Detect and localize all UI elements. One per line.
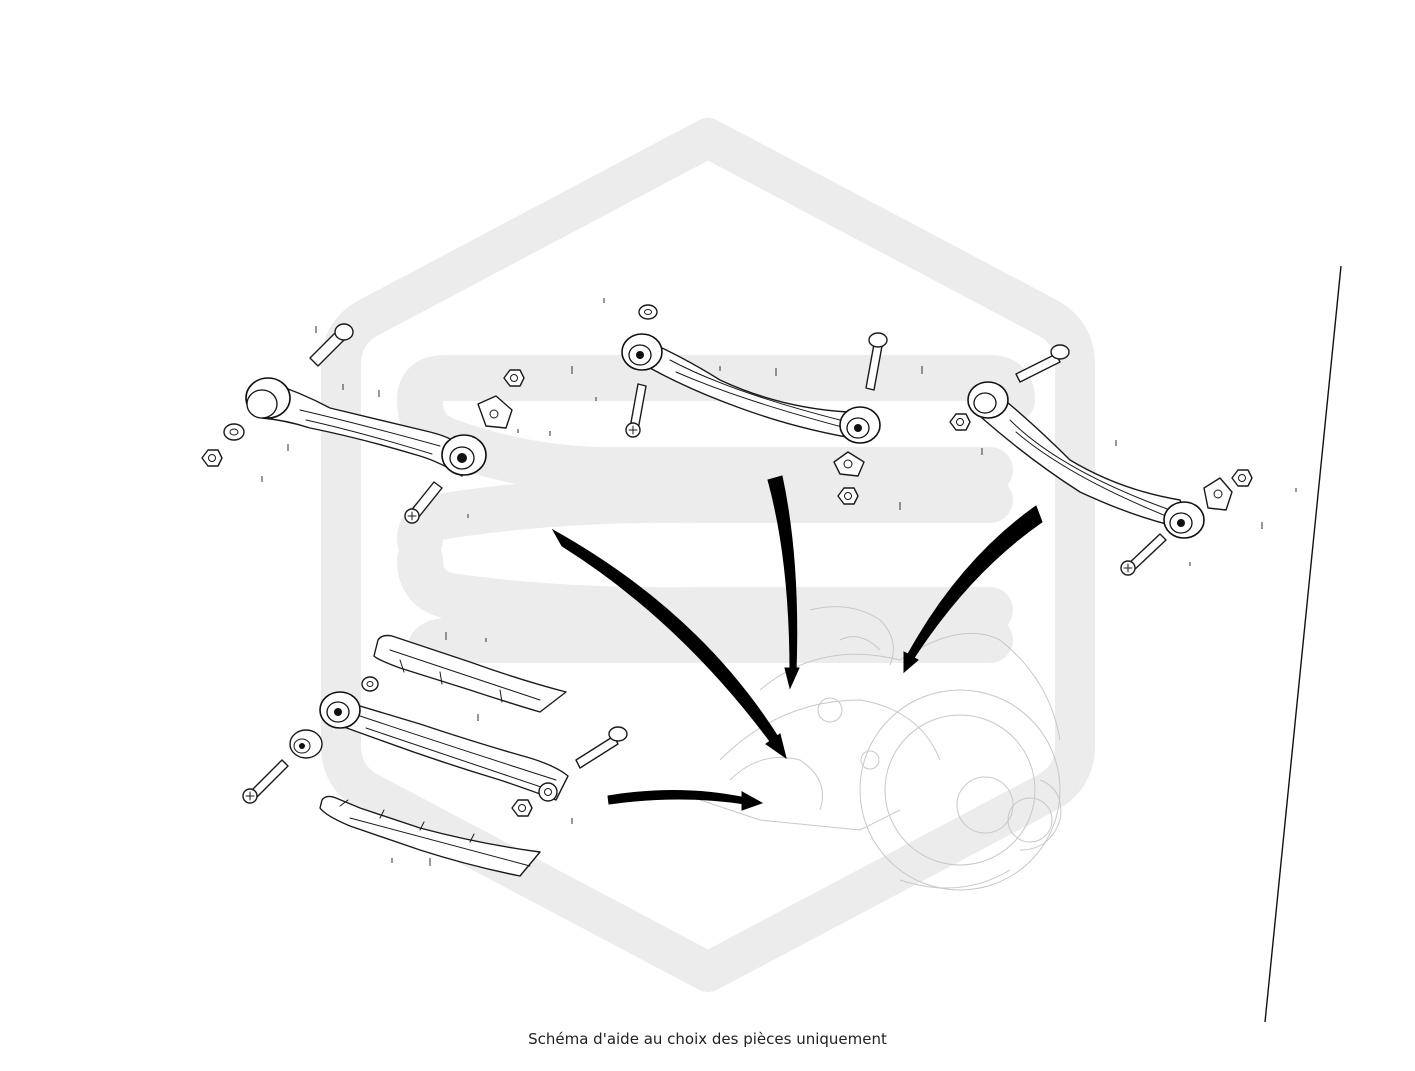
curved-arrow-icon [607, 790, 764, 811]
leader-ticks [261, 298, 1297, 866]
underbody-cover-lower [319, 795, 541, 877]
control-arm-lower [319, 691, 569, 802]
nut [503, 369, 525, 387]
control-arm-upper-left [245, 377, 487, 477]
nut [201, 449, 223, 467]
washer [223, 423, 245, 441]
washer [638, 304, 658, 320]
nut [511, 799, 533, 817]
underbody-cover-upper [373, 634, 567, 713]
bolt [865, 332, 888, 391]
bushing [289, 729, 323, 759]
axle-assembly-ghost [699, 606, 1062, 891]
curved-arrow-icon [767, 475, 800, 690]
bolt [1120, 533, 1167, 576]
bolt [242, 759, 289, 804]
washer [361, 676, 379, 692]
hexagon-logo-watermark-icon [321, 118, 1095, 992]
bolt [1015, 344, 1070, 383]
curved-arrow-icon [903, 505, 1043, 674]
bolt [309, 323, 354, 367]
eccentric-plate [833, 451, 865, 477]
nut [949, 413, 971, 431]
nut [1231, 469, 1253, 487]
border-line [1264, 265, 1342, 1023]
bolt [575, 726, 628, 769]
bolt [404, 481, 443, 524]
control-arm-upper-middle [621, 333, 881, 444]
curved-arrow-icon [551, 528, 787, 760]
diagram-caption: Schéma d'aide au choix des pièces unique… [528, 1030, 887, 1048]
bolt [625, 383, 647, 438]
eccentric-plate [477, 395, 513, 429]
control-arm-upper-right [967, 381, 1205, 539]
nut [837, 487, 859, 505]
eccentric-plate [1203, 477, 1233, 511]
